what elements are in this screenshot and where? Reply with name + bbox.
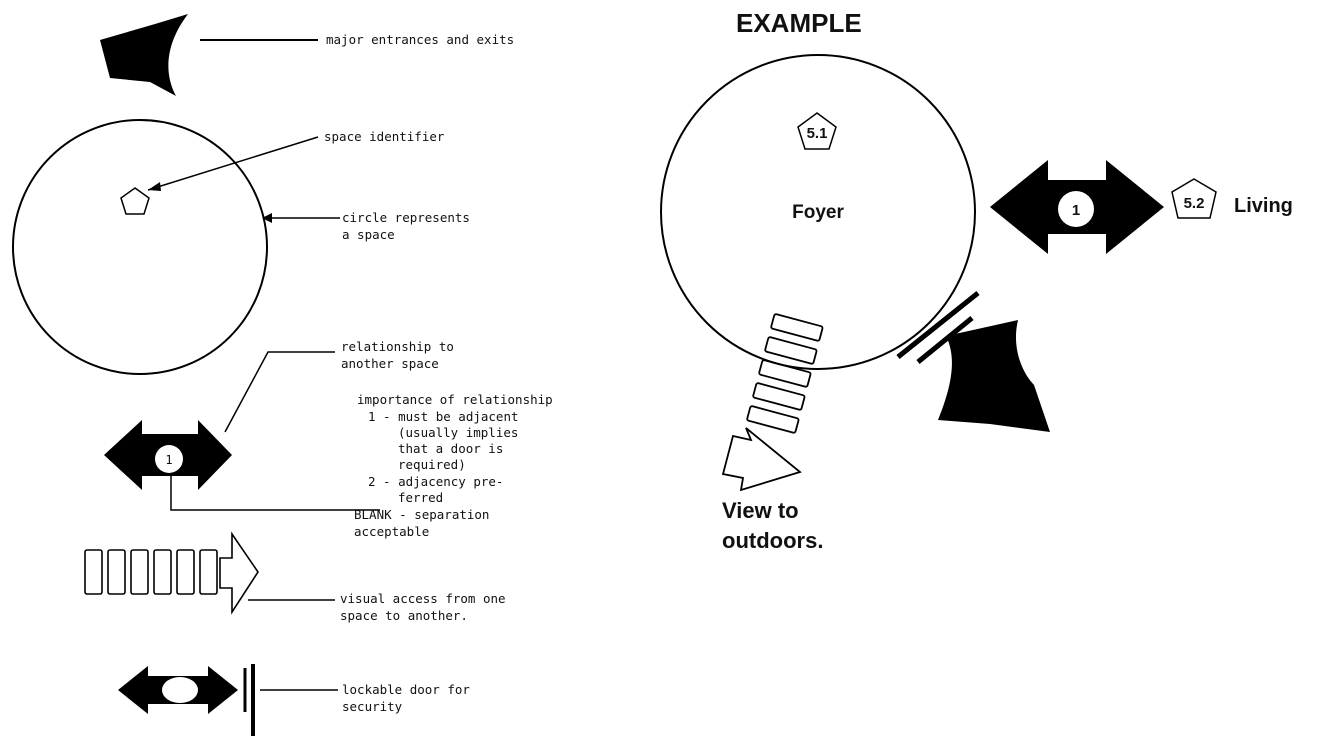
visual-line1: visual access from one [340, 591, 506, 606]
importance-1-line1: 1 - must be adjacent [368, 409, 519, 424]
circle-label-line2: a space [342, 227, 395, 242]
relationship-line1: relationship to [341, 339, 454, 354]
living-space-id: 5.2 [1184, 195, 1205, 212]
entrance-symbol [100, 14, 318, 96]
relationship-arrow-symbol [104, 351, 380, 511]
space-identifier-label: space identifier [324, 129, 445, 144]
visual-access-symbol [84, 531, 335, 615]
space-circle-symbol [12, 119, 340, 375]
importance-2-line2: ferred [398, 490, 443, 505]
blank-line1: BLANK - separation [354, 507, 489, 522]
example-relationship-number: 1 [1072, 202, 1080, 219]
living-id-pentagon [1171, 178, 1217, 219]
circle-label-line1: circle represents [342, 210, 470, 225]
relationship-line2: another space [341, 356, 439, 371]
lockable-door-symbol [118, 664, 338, 736]
importance-1-line4: required) [398, 457, 466, 472]
door-line2: security [342, 699, 403, 714]
door-line1: lockable door for [342, 682, 470, 697]
foyer-id-pentagon [797, 112, 837, 150]
blank-line2: acceptable [354, 524, 429, 539]
view-label-line2: outdoors. [722, 528, 823, 553]
entrances-label: major entrances and exits [326, 32, 514, 47]
example-heading: EXAMPLE [736, 8, 862, 38]
foyer-entrance [896, 291, 1050, 432]
foyer-space-id: 5.1 [807, 125, 828, 142]
importance-1-line3: that a door is [398, 441, 503, 456]
example-relationship-arrow [990, 160, 1164, 254]
view-label-line1: View to [722, 498, 799, 523]
legend-relationship-number: 1 [165, 453, 172, 467]
foyer-circle [660, 54, 976, 370]
importance-title: importance of relationship [357, 392, 553, 407]
visual-line2: space to another. [340, 608, 468, 623]
view-access-arrow [721, 313, 824, 492]
importance-2-line1: 2 - adjacency pre- [368, 474, 503, 489]
importance-1-line2: (usually implies [398, 425, 518, 440]
living-space-name: Living [1234, 195, 1293, 217]
foyer-space-name: Foyer [792, 202, 844, 223]
